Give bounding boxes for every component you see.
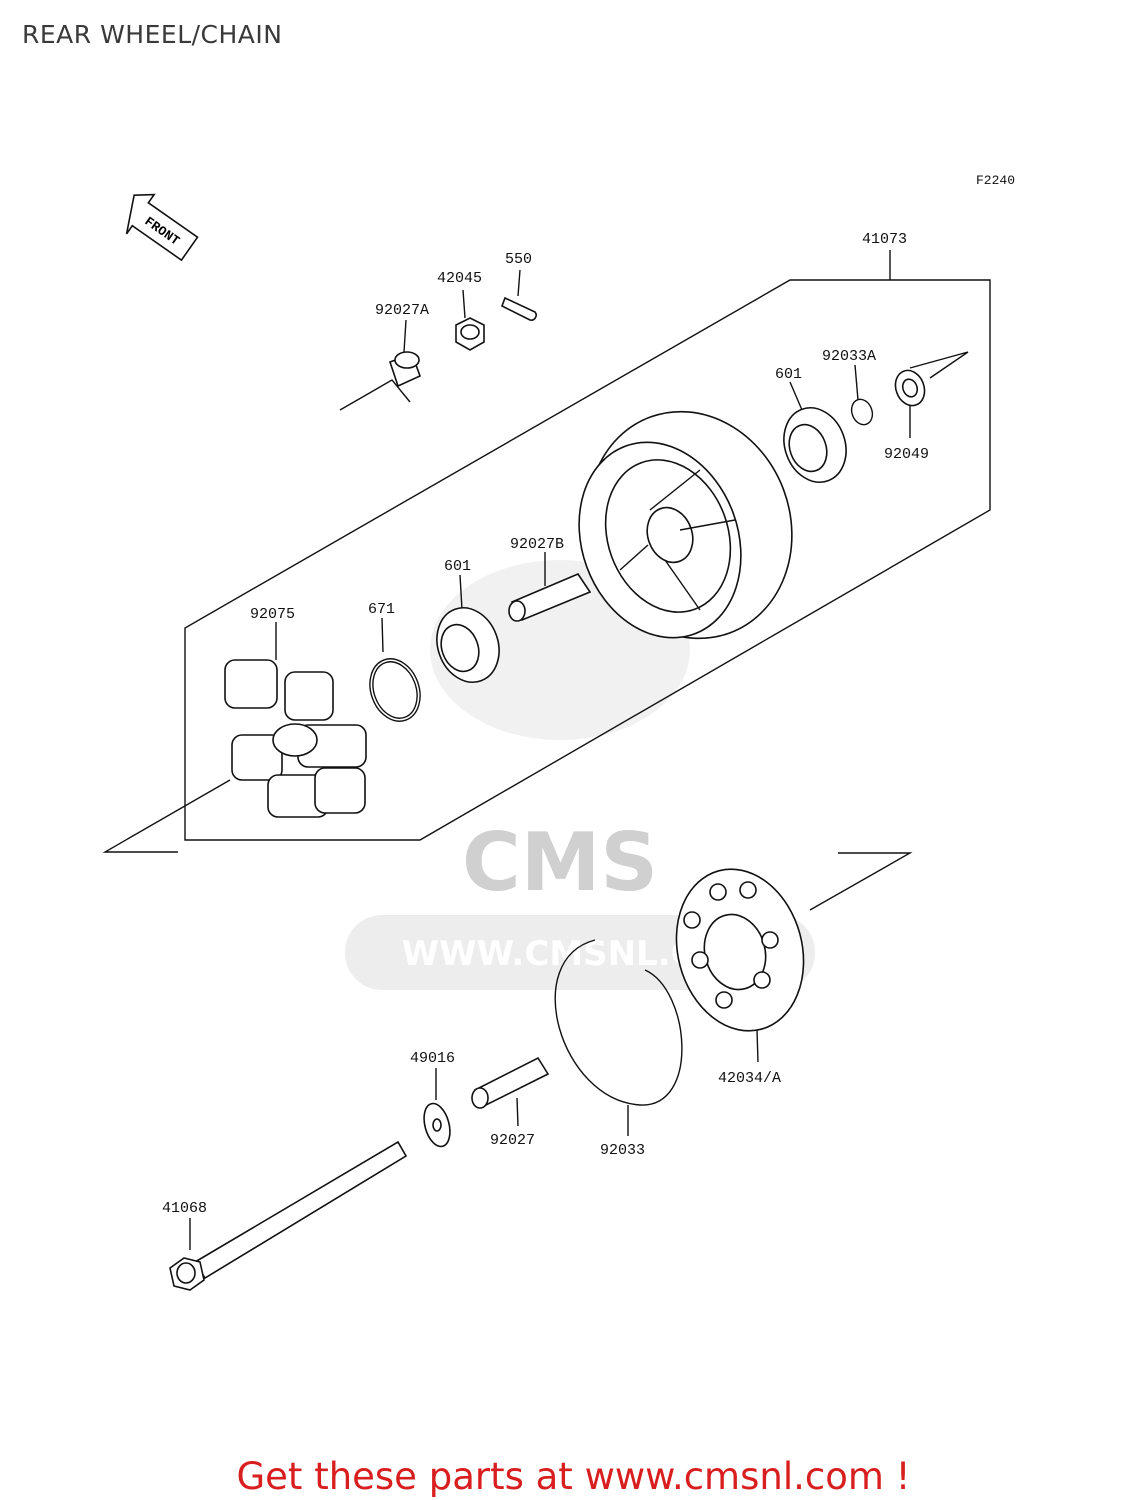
circlip-92033 (554, 939, 683, 1106)
part-labels: 41073 550 42045 92027A 601 92033A 92049 … (162, 231, 929, 1217)
label-601-right[interactable]: 601 (775, 366, 802, 383)
label-92027[interactable]: 92027 (490, 1132, 535, 1149)
label-92027A[interactable]: 92027A (375, 302, 429, 319)
front-arrow-icon: FRONT (125, 193, 199, 262)
label-92027B[interactable]: 92027B (510, 536, 564, 553)
damper-92075 (224, 659, 367, 818)
label-550[interactable]: 550 (505, 251, 532, 268)
label-601-left[interactable]: 601 (444, 558, 471, 575)
label-92049[interactable]: 92049 (884, 446, 929, 463)
label-671[interactable]: 671 (368, 601, 395, 618)
washer-49016 (423, 1102, 451, 1148)
watermark-logo: CMS (462, 816, 658, 909)
label-92033[interactable]: 92033 (600, 1142, 645, 1159)
label-41068[interactable]: 41068 (162, 1200, 207, 1217)
axle-41068 (169, 1140, 408, 1291)
axle-nut-42045 (455, 317, 485, 351)
circlip-92033A (850, 398, 874, 426)
collar-92027B (508, 573, 592, 622)
label-41073[interactable]: 41073 (862, 231, 907, 248)
seal-92049 (894, 369, 926, 407)
label-49016[interactable]: 49016 (410, 1050, 455, 1067)
label-42045[interactable]: 42045 (437, 270, 482, 287)
figure-code: F2240 (976, 173, 1015, 188)
footer-link[interactable]: Get these parts at www.cmsnl.com ! (236, 1455, 911, 1498)
page-title: REAR WHEEL/CHAIN (22, 20, 283, 49)
assembly-outline (184, 250, 991, 841)
collar-92027A (388, 351, 422, 388)
bearing-601-right (783, 407, 847, 483)
rear-wheel-41073 (578, 410, 793, 640)
parts-diagram: CMS WWW.CMSNL.COM F2240 FRONT (102, 173, 1015, 1291)
collar-92027 (471, 1056, 550, 1109)
label-92033A[interactable]: 92033A (822, 348, 876, 365)
bearing-601-left (436, 607, 500, 683)
leader-lines (102, 269, 969, 1250)
cotter-pin-550 (500, 296, 537, 321)
o-ring-671 (369, 658, 421, 722)
label-42034A[interactable]: 42034/A (718, 1070, 781, 1087)
label-92075[interactable]: 92075 (250, 606, 295, 623)
sprocket-42034A (675, 868, 805, 1032)
